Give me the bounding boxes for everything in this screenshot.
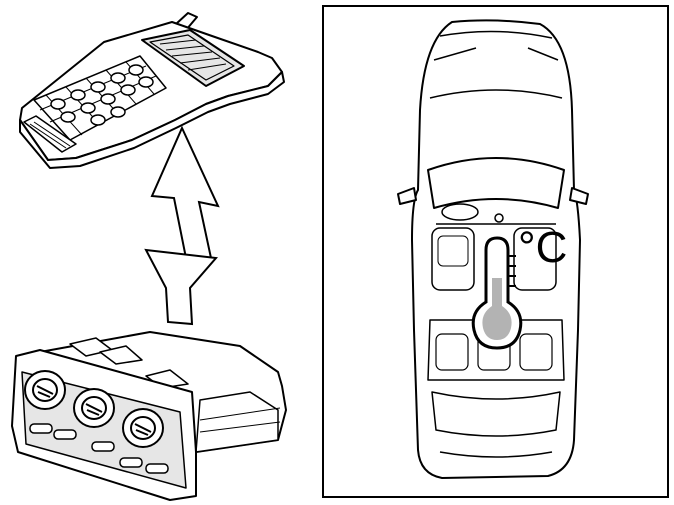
- diagnostic-tester: [19, 12, 285, 169]
- climate-control-panel: [11, 331, 287, 501]
- bidirectional-arrow: [144, 125, 220, 326]
- thermometer-icon: [471, 236, 523, 350]
- temperature-unit-label: °C: [518, 223, 567, 272]
